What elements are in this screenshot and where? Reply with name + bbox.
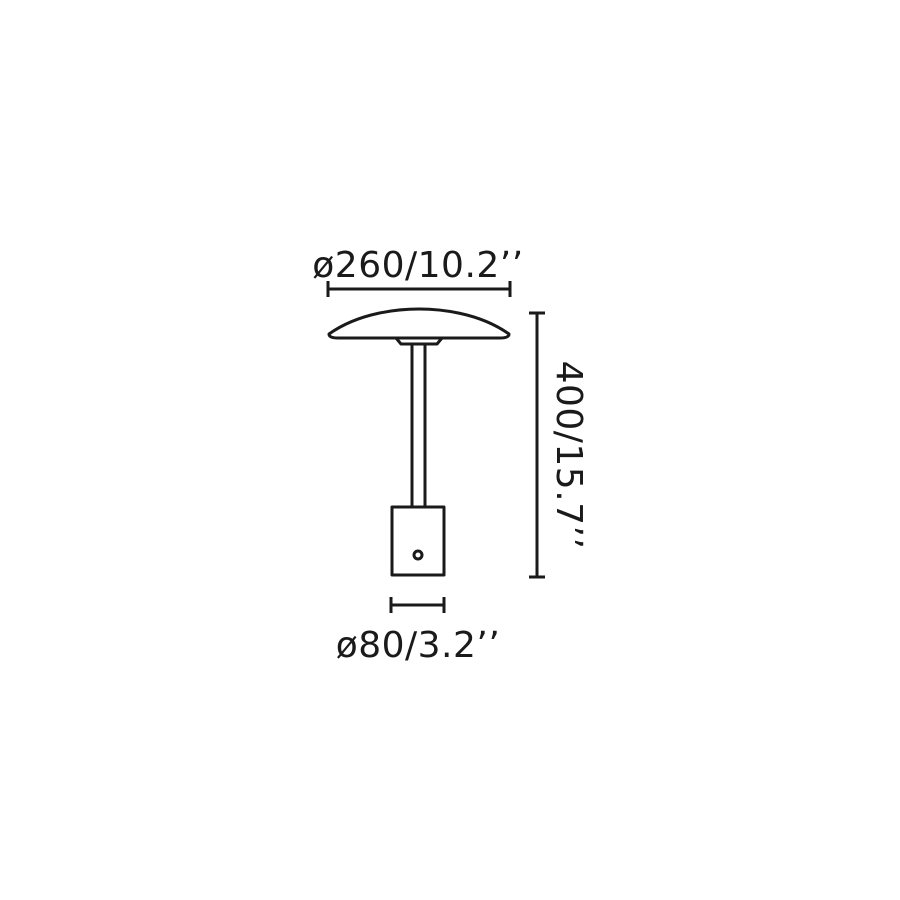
height-label: 400/15.7’’: [548, 361, 589, 550]
height-dimension: 400/15.7’’: [529, 311, 589, 579]
base-diameter-dimension: ø80/3.2’’: [336, 597, 501, 666]
lamp-illustration: [327, 307, 511, 577]
lamp-shade: [327, 307, 511, 340]
base-diameter-label: ø80/3.2’’: [336, 625, 501, 666]
shade-diameter-dimension: ø260/10.2’’: [312, 245, 523, 297]
lamp-base: [390, 505, 446, 577]
lamp-diffuser: [394, 336, 444, 346]
switch-button-icon: [412, 549, 424, 561]
shade-diameter-label: ø260/10.2’’: [312, 245, 523, 286]
